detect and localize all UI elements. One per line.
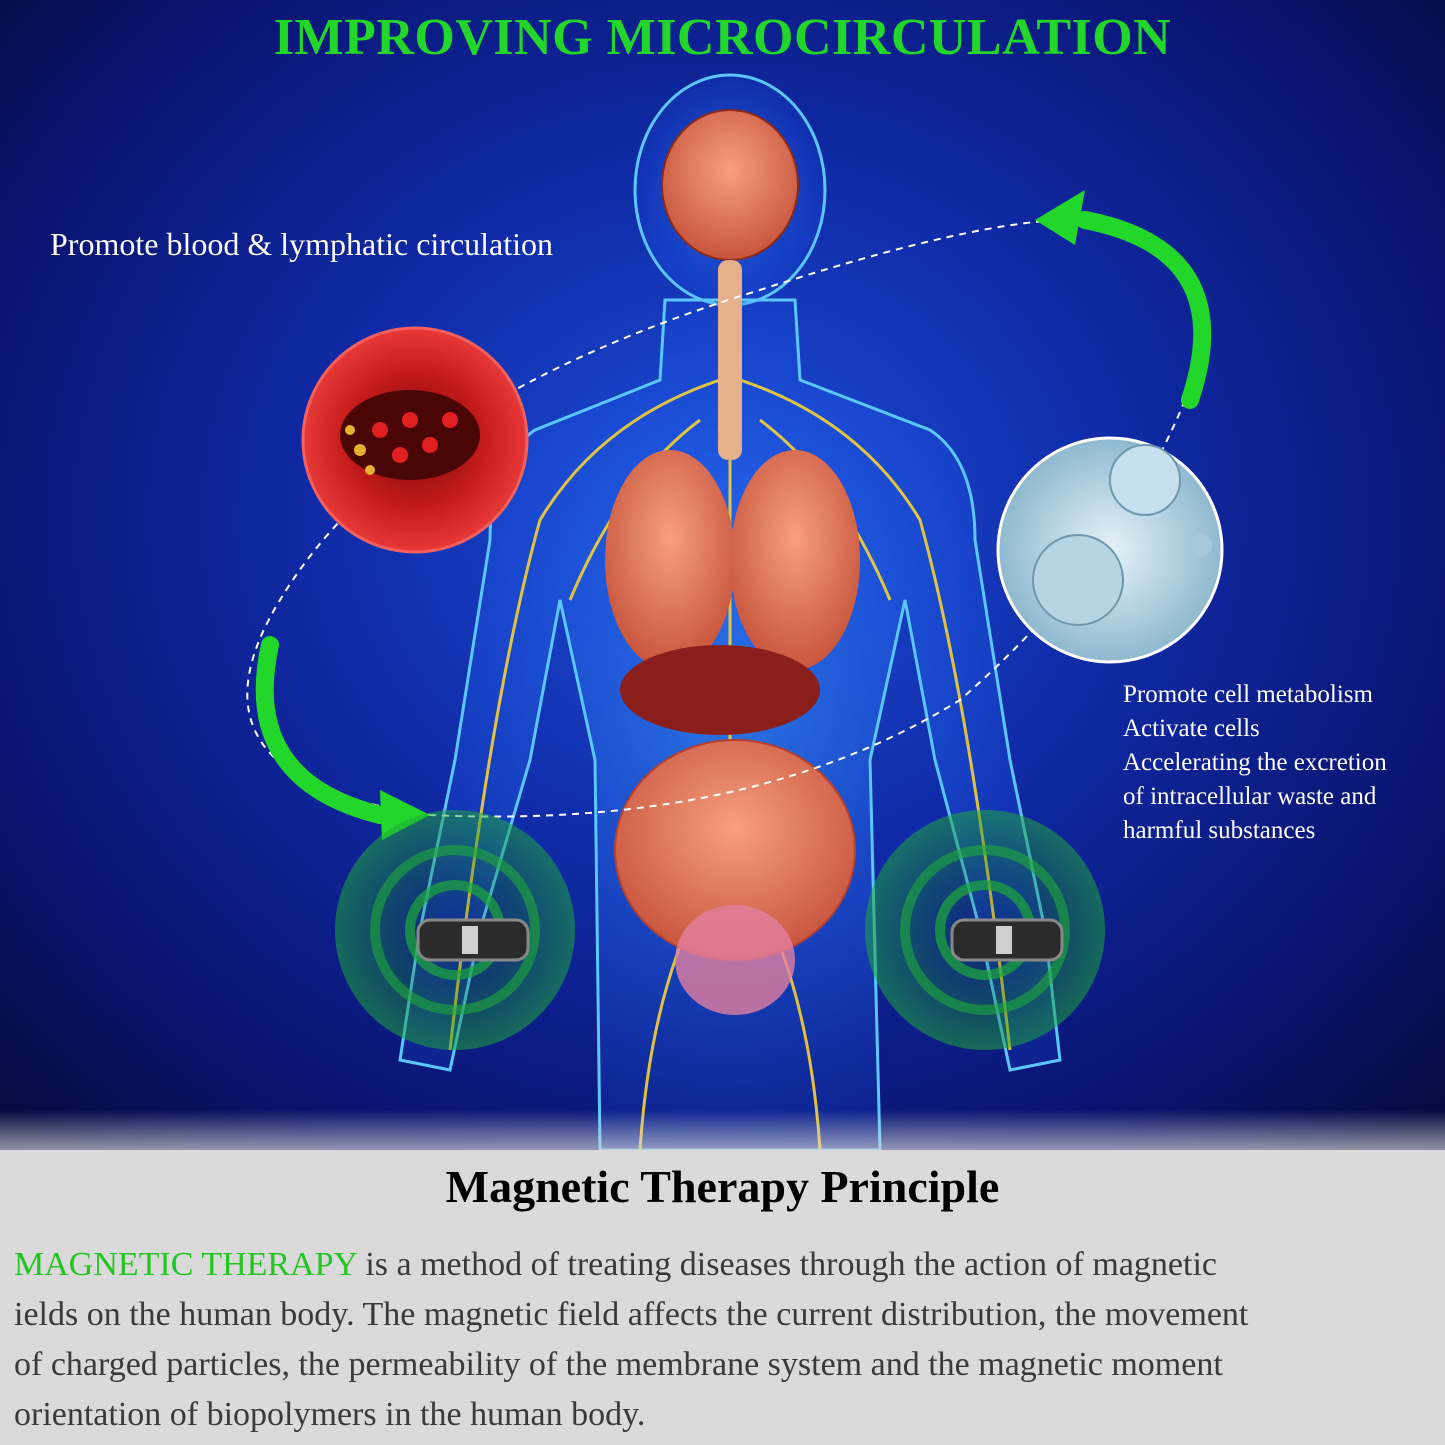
cell-benefit-line: Accelerating the excretion xyxy=(1123,749,1387,776)
cell-benefits-list: Promote cell metabolism Activate cells A… xyxy=(1123,678,1387,848)
anatomy-panel: IMPROVING MICROCIRCULATION Promote blood… xyxy=(0,0,1445,1150)
right-lung xyxy=(730,450,860,670)
cell-benefit-line: of intracellular waste and xyxy=(1123,783,1377,810)
liver xyxy=(620,645,820,735)
magnetic-bracelet-icon xyxy=(416,918,530,962)
left-lung xyxy=(605,450,735,670)
bladder xyxy=(675,905,795,1015)
fade-divider xyxy=(0,1110,1445,1170)
description-line: orientation of biopolymers in the human … xyxy=(14,1396,646,1433)
blood-circulation-label: Promote blood & lymphatic circulation xyxy=(50,226,554,262)
trachea xyxy=(718,260,742,460)
description-line: is a method of treating diseases through… xyxy=(356,1246,1217,1283)
cell-icon xyxy=(996,436,1224,664)
description-paragraph: MAGNETIC THERAPY is a method of treating… xyxy=(14,1240,1439,1440)
description-line: of charged particles, the permeability o… xyxy=(14,1346,1223,1383)
green-arrow-icon xyxy=(1035,190,1212,409)
cell-benefit-line: Activate cells xyxy=(1123,715,1260,742)
human-anatomy-illustration xyxy=(246,73,1224,1150)
section-title: Magnetic Therapy Principle xyxy=(445,1161,1000,1212)
brain xyxy=(661,109,799,261)
cell-benefit-line: Promote cell metabolism xyxy=(1123,681,1373,708)
highlight-term: MAGNETIC THERAPY xyxy=(14,1246,357,1283)
description-line: ields on the human body. The magnetic fi… xyxy=(14,1296,1249,1333)
page-title: IMPROVING MICROCIRCULATION xyxy=(273,9,1172,66)
description-panel xyxy=(0,1150,1445,1445)
blood-vessel-icon xyxy=(301,326,529,554)
green-arrow-icon xyxy=(255,636,430,840)
magnetic-bracelet-icon xyxy=(950,918,1064,962)
cell-benefit-line: harmful substances xyxy=(1123,817,1316,844)
